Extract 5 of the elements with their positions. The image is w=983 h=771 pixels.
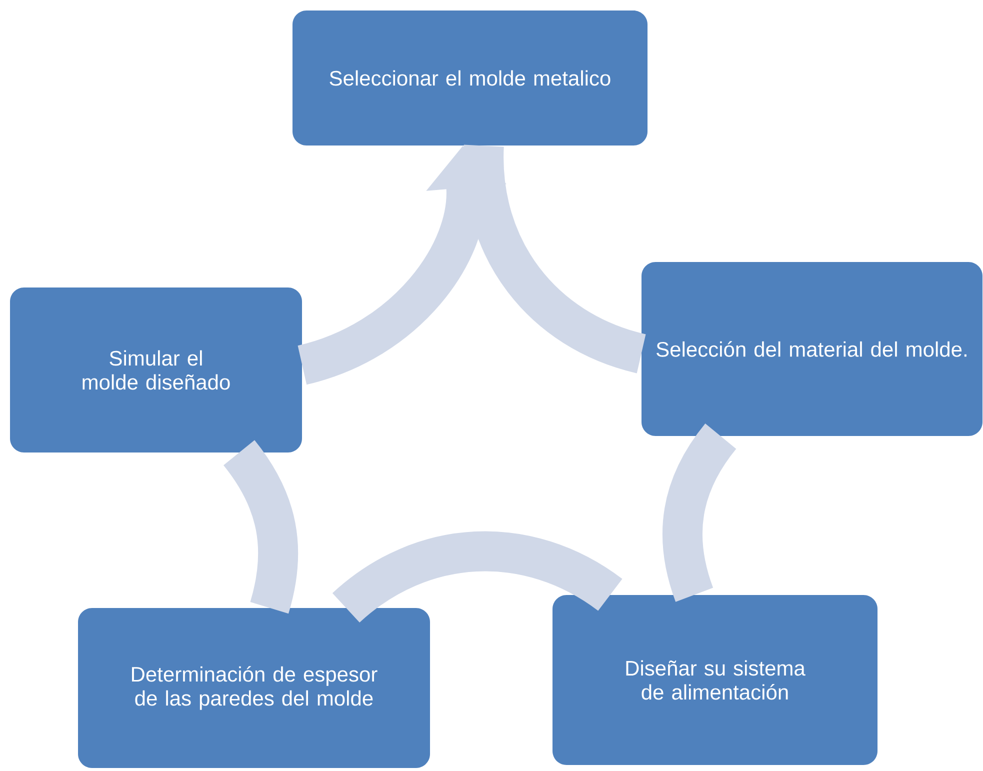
process-box: Selección del material del molde. xyxy=(642,262,982,436)
process-box: Determinación de espesor de las paredes del molde xyxy=(78,608,430,768)
process-box: Diseñar su sistema de alimentación xyxy=(552,595,878,765)
process-box: Simular el molde diseñado xyxy=(10,288,302,452)
process-box: Seleccionar el molde metalico xyxy=(292,10,648,146)
